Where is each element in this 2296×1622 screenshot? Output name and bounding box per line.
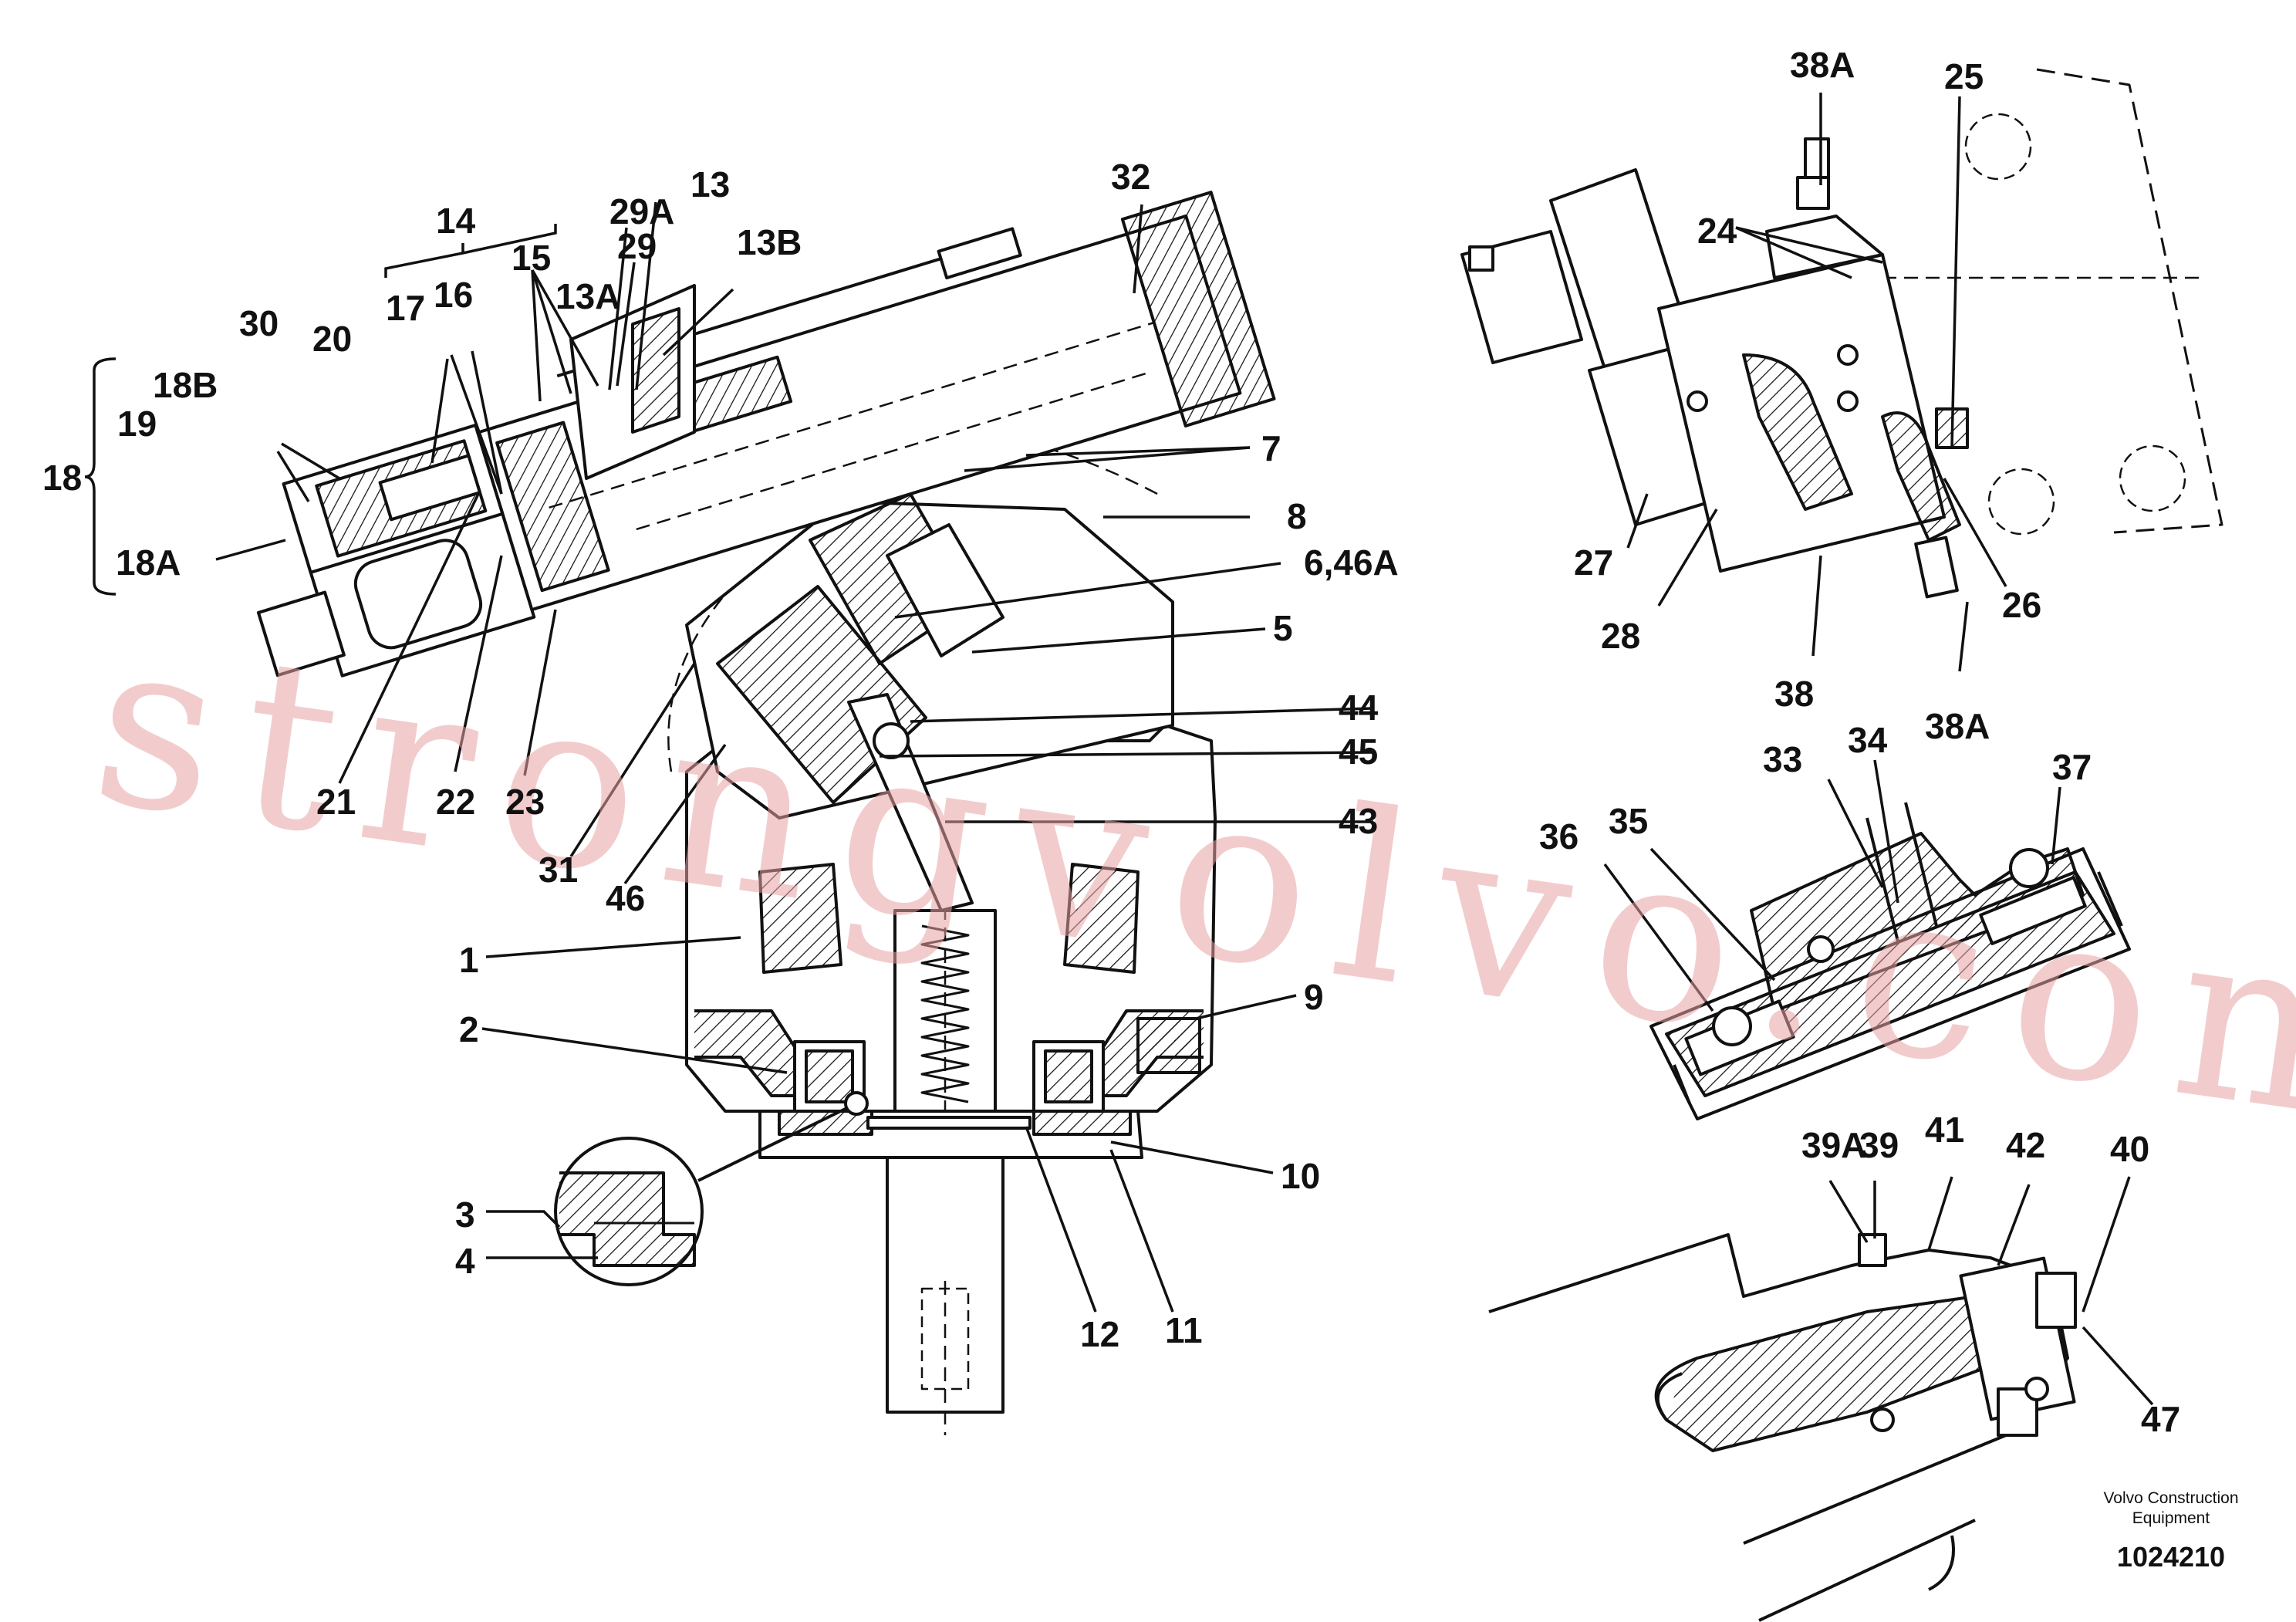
label-25: 25 [1944,56,1984,96]
label-43: 43 [1339,801,1378,841]
label-11: 11 [1165,1310,1203,1350]
label-33: 33 [1763,739,1802,779]
label-19: 19 [117,404,157,444]
label-22: 22 [436,782,475,822]
label-46: 46 [606,878,645,918]
brand-line-2: Equipment [2132,1509,2210,1527]
label-39a: 39A [1801,1125,1866,1165]
label-26: 26 [2002,585,2041,625]
label-9: 9 [1304,977,1324,1017]
watermark-text: strongvolvo.com [80,586,2296,1179]
label-40: 40 [2110,1129,2149,1169]
label-23: 23 [505,782,545,822]
label-16: 16 [434,275,473,315]
label-32: 32 [1111,157,1150,197]
label-3: 3 [455,1195,475,1235]
label-38: 38 [1774,674,1814,714]
label-30: 30 [239,303,279,343]
main-pump-drawing [256,191,1276,1435]
label-35: 35 [1609,801,1648,841]
label-29: 29 [617,226,657,266]
label-37: 37 [2052,747,2092,787]
label-8: 8 [1287,496,1307,536]
label-21: 21 [316,782,356,822]
label-4: 4 [455,1241,475,1281]
label-38a-top: 38A [1790,45,1855,85]
label-31: 31 [539,850,578,890]
label-36: 36 [1539,816,1578,857]
label-41: 41 [1925,1110,1964,1150]
label-28: 28 [1601,616,1640,656]
label-12: 12 [1080,1314,1119,1354]
label-20: 20 [312,319,352,359]
label-13a: 13A [555,276,620,316]
brand-line-1: Volvo Construction [2103,1489,2238,1507]
label-2: 2 [459,1009,479,1049]
label-42: 42 [2006,1125,2045,1165]
label-47: 47 [2141,1399,2180,1439]
label-5: 5 [1273,608,1293,648]
label-44: 44 [1339,688,1379,728]
label-6-46a: 6,46A [1304,542,1399,583]
leader-lines [84,93,2154,1406]
control-valve-drawing [1460,68,2223,599]
label-13b: 13B [737,222,802,262]
label-13: 13 [690,164,730,204]
label-18b: 18B [153,365,218,405]
drawing-number: 1024210 [2117,1541,2225,1573]
label-27: 27 [1574,542,1613,583]
label-7: 7 [1261,428,1281,468]
label-15: 15 [512,238,551,278]
valve-section-drawing [1649,802,2131,1120]
label-29a: 29A [609,191,674,231]
label-34: 34 [1848,720,1888,760]
label-1: 1 [459,940,479,980]
callout-labels: 14 15 29A 29 13 13A 13B 32 30 20 17 16 1… [42,45,2180,1439]
label-45: 45 [1339,732,1378,772]
label-39: 39 [1859,1125,1899,1165]
label-24: 24 [1697,211,1737,251]
label-18a: 18A [116,542,181,583]
drawing-footer: Volvo Construction Equipment 1024210 [2103,1489,2238,1573]
label-18: 18 [42,458,82,498]
servo-section-drawing [1488,1233,2077,1622]
label-38a-bottom: 38A [1925,706,1990,746]
label-10: 10 [1281,1156,1320,1196]
label-17: 17 [386,288,425,328]
label-14: 14 [436,201,476,241]
